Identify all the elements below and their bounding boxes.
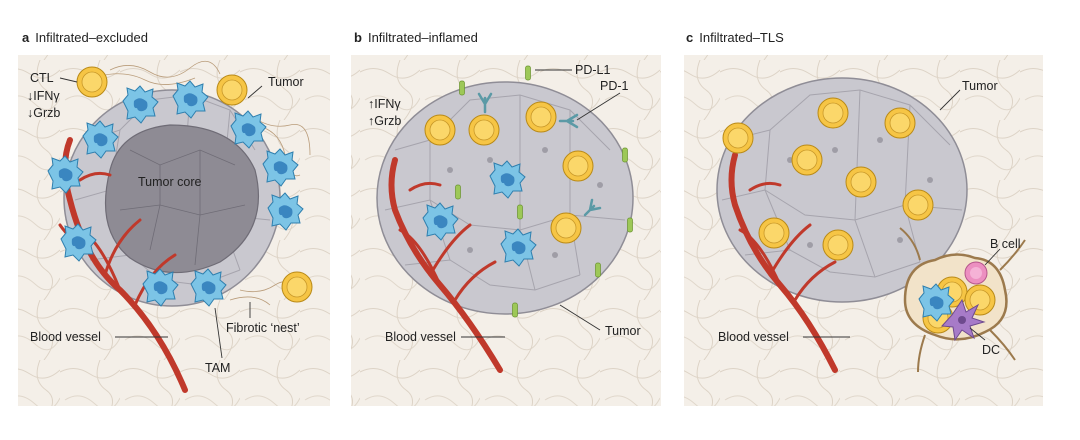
pd-1-receptor — [477, 92, 602, 217]
dc-label: DC — [982, 343, 1000, 357]
t-cell — [822, 229, 854, 261]
pd-l1-molecule — [459, 80, 465, 96]
blood-vessel-c — [728, 152, 838, 373]
blood-vessel-label-a: Blood vessel — [30, 330, 101, 344]
panel-a-letter: a — [22, 30, 30, 45]
dendritic-cell — [940, 298, 986, 342]
t-cell — [758, 217, 790, 249]
t-cell — [468, 114, 500, 146]
tertiary-lymphoid-structure — [899, 227, 1026, 373]
t-cell — [902, 189, 934, 221]
pd-l1-label: PD-L1 — [575, 63, 610, 77]
t-cell — [550, 212, 582, 244]
panel-b: PD-L1 PD-1 ↑IFNγ ↑Grzb Blood vessel Tumo… — [351, 55, 661, 406]
tumor-label-b: Tumor — [605, 324, 641, 338]
t-cell — [722, 122, 754, 154]
pd-1-label: PD-1 — [600, 79, 629, 93]
ifn-label-b: ↑IFNγ — [368, 97, 401, 111]
blood-vessel-label-b: Blood vessel — [385, 330, 456, 344]
panel-c: Tumor Blood vessel B cell DC — [684, 55, 1043, 406]
panel-c-letter: c — [686, 30, 694, 45]
t-cell — [281, 271, 313, 303]
t-cell — [562, 150, 594, 182]
panel-c-title: c Infiltrated–TLS — [686, 30, 784, 45]
tam-label: TAM — [205, 361, 230, 375]
panel-a-title: a Infiltrated–excluded — [22, 30, 148, 45]
panel-a: CTL ↓IFNγ ↓Grzb Tumor Tumor core Blood v… — [18, 55, 330, 406]
pd-l1-molecule — [517, 204, 523, 220]
b-cell-label: B cell — [990, 237, 1021, 251]
tumor-mass — [376, 81, 634, 315]
t-cell — [817, 97, 849, 129]
t-cell — [76, 66, 108, 98]
t-cell — [791, 144, 823, 176]
blood-vessel-b — [388, 157, 503, 373]
panel-b-letter: b — [354, 30, 362, 45]
pd-l1-molecule — [525, 65, 531, 81]
ctl-label: CTL — [30, 71, 54, 85]
grzb-label-b: ↑Grzb — [368, 114, 401, 128]
panel-b-title-text: Infiltrated–inflamed — [367, 30, 478, 45]
t-cell — [525, 101, 557, 133]
tumor-label-c: Tumor — [962, 79, 998, 93]
t-cell — [424, 114, 456, 146]
tumor-core-label: Tumor core — [138, 175, 201, 189]
tumor-label-a: Tumor — [268, 75, 304, 89]
fibrotic-nest-label: Fibrotic ‘nest’ — [226, 321, 300, 335]
grzb-label-a: ↓Grzb — [27, 106, 60, 120]
ifn-label-a: ↓IFNγ — [27, 89, 60, 103]
pd-l1-molecule — [595, 262, 601, 278]
pd-l1-molecule — [622, 147, 628, 163]
tumor-core — [104, 124, 259, 274]
blood-vessel-label-c: Blood vessel — [718, 330, 789, 344]
pd-l1-molecule — [627, 217, 633, 233]
panel-a-title-text: Infiltrated–excluded — [35, 30, 148, 45]
pd-l1-molecule — [512, 302, 518, 318]
pd-l1-molecule — [455, 184, 461, 200]
t-cell — [845, 166, 877, 198]
t-cell — [884, 107, 916, 139]
panel-c-title-text: Infiltrated–TLS — [699, 30, 784, 45]
panel-b-title: b Infiltrated–inflamed — [354, 30, 478, 45]
t-cell — [216, 74, 248, 106]
